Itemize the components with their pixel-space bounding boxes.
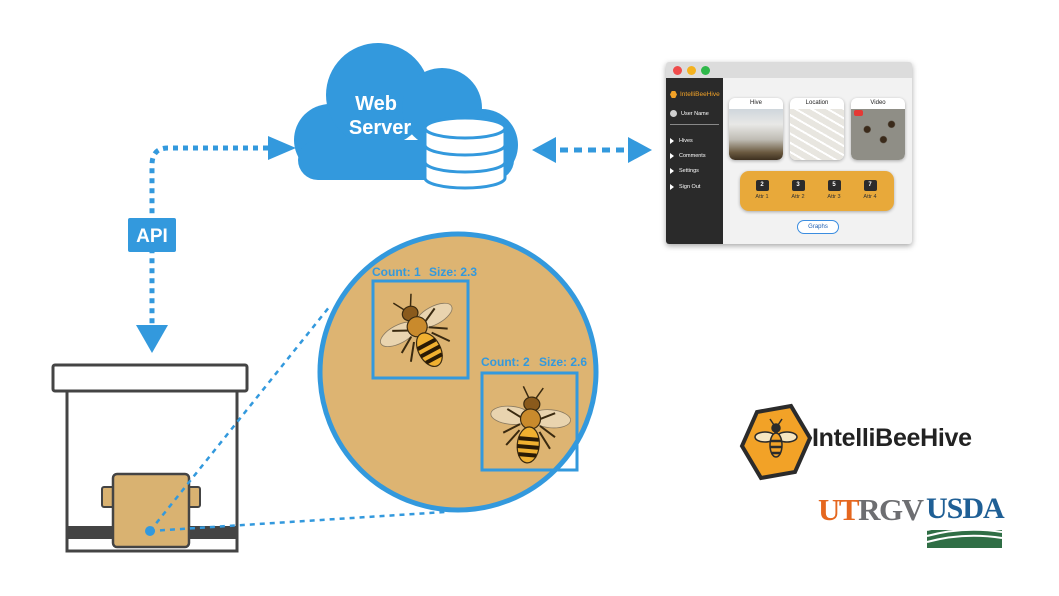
location-card[interactable]: Location <box>790 98 844 160</box>
sidebar-item-label: Hives <box>679 138 693 144</box>
attribute-value: 7 <box>863 180 877 191</box>
map-thumbnail <box>790 109 844 160</box>
detection-size-label: Size: 2.6 <box>539 355 587 369</box>
triangle-icon <box>670 184 674 190</box>
server-label-server: Server <box>349 117 411 139</box>
beehive-icon <box>51 363 249 553</box>
sidebar-item-label: Settings <box>679 168 699 174</box>
api-label: API <box>136 226 168 247</box>
attribute-label: Attr 4 <box>863 194 877 200</box>
triangle-icon <box>670 153 674 159</box>
video-thumbnail <box>851 109 905 160</box>
minimize-icon[interactable] <box>687 66 696 75</box>
sidebar: IntelliBeeHive User Name Hives Comments … <box>666 78 723 244</box>
attribute-label: Attr 2 <box>791 194 805 200</box>
app-window: IntelliBeeHive User Name Hives Comments … <box>666 62 912 244</box>
server-label-web: Web <box>355 93 397 115</box>
hive-photo <box>729 109 783 160</box>
detection-box <box>480 371 579 472</box>
hive-card[interactable]: Hive <box>729 98 783 160</box>
card-title: Video <box>870 100 886 106</box>
database-icon <box>423 116 507 190</box>
window-title-bar <box>666 62 912 78</box>
attribute-value: 3 <box>791 180 805 191</box>
api-connector-line <box>149 145 268 330</box>
sidebar-item-sign-out[interactable]: Sign Out <box>670 184 700 190</box>
arrow-left-icon <box>532 137 556 163</box>
intellibeehive-logo-icon <box>739 403 813 481</box>
sidebar-item-hives[interactable]: Hives <box>670 138 693 144</box>
bee-icon <box>380 293 453 367</box>
card-title: Hive <box>749 100 762 106</box>
video-card[interactable]: Video <box>851 98 905 160</box>
bee-icon <box>490 385 571 464</box>
hex-logo-icon <box>670 91 677 98</box>
api-badge <box>128 218 176 252</box>
detection-count-label: Count: 2 <box>481 355 530 369</box>
attribute-value: 2 <box>755 180 769 191</box>
arrow-right-icon <box>268 136 296 160</box>
sidebar-item-label: Sign Out <box>679 184 701 190</box>
sidebar-item-comments[interactable]: Comments <box>670 153 706 159</box>
usda-logo: USDA <box>926 492 1005 525</box>
maximize-icon[interactable] <box>701 66 710 75</box>
attribute-value: 5 <box>827 180 841 191</box>
sidebar-item-settings[interactable]: Settings <box>670 168 699 174</box>
card-title: Location <box>805 100 829 106</box>
utrgv-rgv: RGV <box>858 492 924 527</box>
user-profile[interactable]: User Name <box>670 110 709 117</box>
triangle-icon <box>670 168 674 174</box>
app-brand[interactable]: IntelliBeeHive <box>670 91 720 98</box>
detection-box <box>371 279 470 380</box>
graphs-button[interactable]: Graphs <box>797 220 839 234</box>
record-indicator-icon <box>854 110 863 116</box>
sidebar-divider <box>670 124 719 125</box>
close-icon[interactable] <box>673 66 682 75</box>
arrow-right-icon <box>628 137 652 163</box>
detection-size-label: Size: 2.3 <box>429 265 477 279</box>
sidebar-item-label: Comments <box>679 153 706 159</box>
attribute-label: Attr 3 <box>827 194 841 200</box>
arrow-down-icon <box>136 325 168 353</box>
brand-label: IntelliBeeHive <box>680 91 720 98</box>
usda-logo-icon <box>926 522 1003 548</box>
attribute-label: Attr 1 <box>755 194 769 200</box>
triangle-icon <box>670 138 674 144</box>
utrgv-ut: UT <box>818 492 860 527</box>
intellibeehive-wordmark: IntelliBeeHive <box>812 424 972 452</box>
detection-count-label: Count: 1 <box>372 265 421 279</box>
user-name: User Name <box>681 110 709 117</box>
utrgv-logo: UTRGV <box>818 492 924 528</box>
avatar <box>670 110 677 117</box>
zoom-line-upper <box>149 305 331 532</box>
